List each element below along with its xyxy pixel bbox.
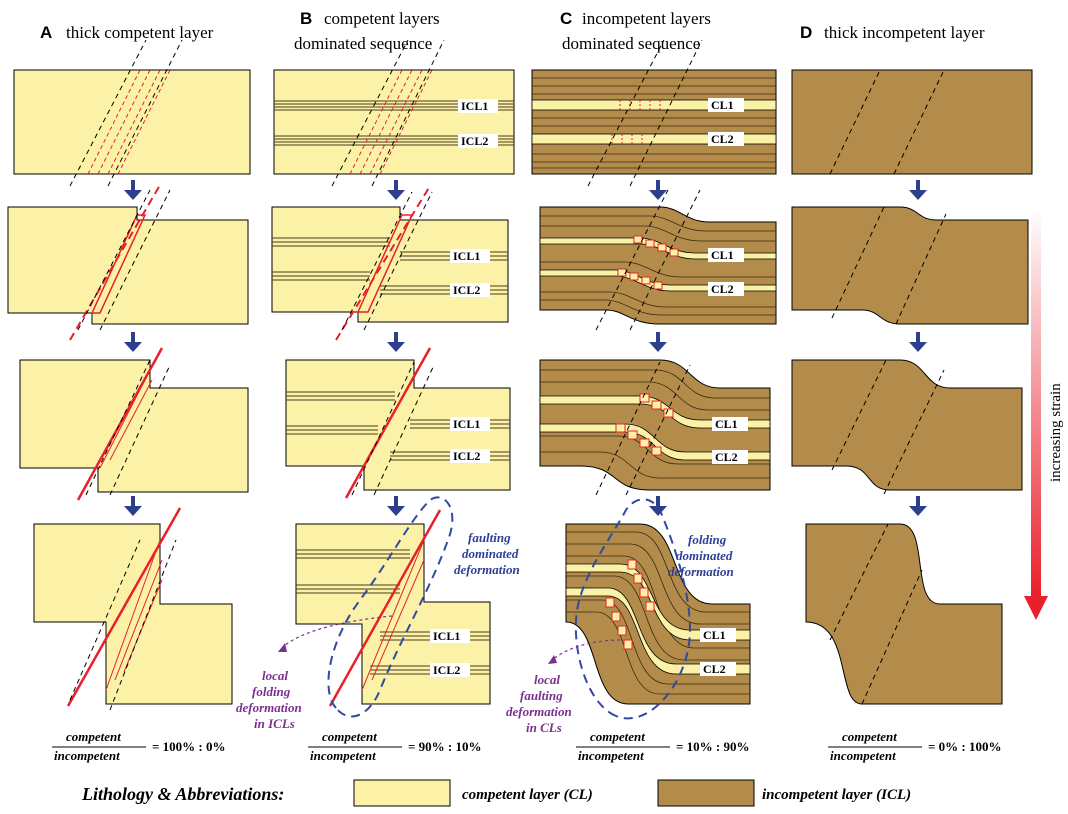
block-d-stage3 (791, 359, 1023, 495)
block-d-stage2 (791, 206, 1029, 325)
block-c-stage4: CL1 CL2 folding dominated deformation lo… (506, 498, 751, 735)
column-header-c: C incompetent layers dominated sequence (560, 9, 711, 53)
note-faulting-1: faulting (468, 530, 511, 545)
ratio-denominator: incompetent (830, 748, 896, 763)
layer-label-icl2: ICL2 (433, 663, 460, 677)
note-folding-3: deformation (668, 564, 734, 579)
layer-label-cl2: CL2 (715, 450, 738, 464)
ratio-value: = 90% : 10% (408, 739, 482, 754)
ratio-c: competent incompetent = 10% : 90% (576, 729, 750, 763)
layer-label-icl1: ICL1 (453, 249, 480, 263)
ratio-denominator: incompetent (54, 748, 120, 763)
column-letter: B (300, 9, 312, 28)
column-letter: D (800, 23, 812, 42)
column-title: thick incompetent layer (824, 23, 985, 42)
column-header-b: B competent layers dominated sequence (294, 9, 440, 53)
strain-label: increasing strain (1048, 383, 1064, 482)
note-local-folding-4: in ICLs (254, 716, 295, 731)
block-d-stage1 (791, 69, 1033, 175)
arrow-down-icon (1024, 596, 1048, 620)
legend-swatch-competent (353, 779, 451, 807)
column-title: competent layers (324, 9, 440, 28)
block-b-stage4: ICL1 ICL2 faulting dominated deformation… (236, 496, 520, 731)
layer-label-icl2: ICL2 (453, 449, 480, 463)
ratio-denominator: incompetent (310, 748, 376, 763)
column-letter: A (40, 23, 52, 42)
layer-label-icl1: ICL1 (453, 417, 480, 431)
block-a-stage4 (33, 507, 233, 711)
legend-incompetent-label: incompetent layer (ICL) (762, 787, 911, 803)
arrow-down-icon (649, 332, 667, 352)
column-header-a: A thick competent layer (40, 23, 214, 42)
note-folding-2: dominated (676, 548, 733, 563)
legend: Lithology & Abbreviations: competent lay… (81, 779, 911, 807)
legend-title: Lithology & Abbreviations: (81, 784, 284, 804)
note-faulting-2: dominated (462, 546, 519, 561)
column-title: thick competent layer (66, 23, 214, 42)
ratio-numerator: competent (842, 729, 897, 744)
note-folding-1: folding (688, 532, 727, 547)
ratio-numerator: competent (590, 729, 645, 744)
block-d-stage4 (805, 523, 1003, 705)
block-b-stage3: ICL1 ICL2 (285, 347, 511, 499)
note-local-faulting-3: deformation (506, 704, 572, 719)
ratio-value: = 0% : 100% (928, 739, 1002, 754)
column-title: incompetent layers (582, 9, 711, 28)
arrow-down-icon (124, 332, 142, 352)
block-c-stage2: CL1 CL2 (539, 189, 777, 331)
layer-label-cl1: CL1 (711, 98, 734, 112)
layer-label-cl1: CL1 (703, 628, 726, 642)
layer-label-icl1: ICL1 (433, 629, 460, 643)
block-c-stage1: CL1 CL2 (531, 39, 777, 187)
column-title-line2: dominated sequence (562, 34, 700, 53)
layer-label-cl2: CL2 (703, 662, 726, 676)
strain-arrow: increasing strain (1024, 208, 1064, 620)
legend-competent-label: competent layer (CL) (462, 787, 593, 803)
arrow-down-icon (124, 496, 142, 516)
layer-label-cl2: CL2 (711, 132, 734, 146)
ratio-value: = 100% : 0% (152, 739, 226, 754)
note-local-folding-1: local (262, 668, 288, 683)
ratio-d: competent incompetent = 0% : 100% (828, 729, 1002, 763)
ratio-a: competent incompetent = 100% : 0% (52, 729, 226, 763)
note-local-faulting-4: in CLs (526, 720, 562, 735)
block-b-stage2: ICL1 ICL2 (271, 185, 509, 341)
block-b-stage1: ICL1 ICL2 (273, 39, 515, 187)
block-a-stage1 (13, 39, 251, 187)
ratio-denominator: incompetent (578, 748, 644, 763)
note-local-folding-3: deformation (236, 700, 302, 715)
arrow-down-icon (387, 332, 405, 352)
ratio-numerator: competent (66, 729, 121, 744)
note-local-folding-2: folding (252, 684, 291, 699)
layer-label-icl2: ICL2 (453, 283, 480, 297)
note-local-faulting-2: faulting (520, 688, 563, 703)
step-arrows (124, 180, 927, 516)
block-c-stage3: CL1 CL2 (539, 359, 771, 496)
note-faulting-3: deformation (454, 562, 520, 577)
column-letter: C (560, 9, 572, 28)
arrow-down-icon (909, 180, 927, 200)
layer-label-cl1: CL1 (715, 417, 738, 431)
ratio-numerator: competent (322, 729, 377, 744)
note-local-faulting-1: local (534, 672, 560, 687)
arrow-down-icon (649, 180, 667, 200)
layer-label-icl1: ICL1 (461, 99, 488, 113)
arrow-down-icon (909, 496, 927, 516)
layer-label-icl2: ICL2 (461, 134, 488, 148)
legend-swatch-incompetent (657, 779, 755, 807)
arrow-down-icon (649, 496, 667, 516)
arrow-down-icon (387, 496, 405, 516)
layer-label-cl1: CL1 (711, 248, 734, 262)
arrow-down-icon (387, 180, 405, 200)
layer-label-cl2: CL2 (711, 282, 734, 296)
arrow-down-icon (909, 332, 927, 352)
ratio-value: = 10% : 90% (676, 739, 750, 754)
block-a-stage3 (19, 347, 249, 501)
column-title-line2: dominated sequence (294, 34, 432, 53)
arrow-down-icon (124, 180, 142, 200)
column-header-d: D thick incompetent layer (800, 23, 985, 42)
ratio-b: competent incompetent = 90% : 10% (308, 729, 482, 763)
block-a-stage2 (7, 184, 249, 341)
